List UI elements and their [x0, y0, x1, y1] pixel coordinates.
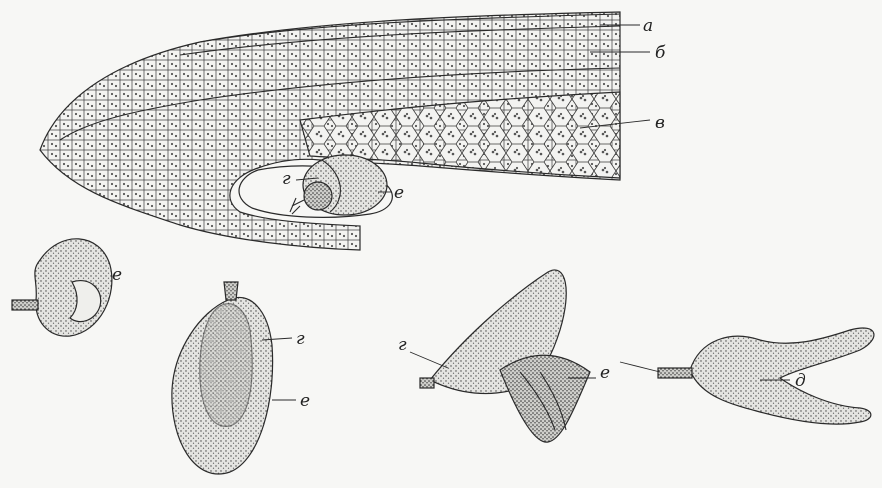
- leader-e-4: [620, 362, 660, 372]
- label-e-top: е: [394, 183, 404, 203]
- label-b: б: [655, 43, 666, 63]
- label-g-top: г: [282, 169, 291, 189]
- label-e-1: е: [112, 265, 122, 285]
- label-v: в: [655, 113, 665, 133]
- spore-oval: [172, 282, 273, 474]
- label-e-3: е: [600, 363, 610, 383]
- spore-open: [658, 328, 874, 424]
- leader-g-3: [410, 352, 448, 368]
- label-g-3: г: [398, 335, 407, 355]
- label-d: д: [795, 371, 806, 391]
- label-g-2: г: [296, 329, 305, 349]
- label-a: а: [643, 16, 653, 36]
- tissue-section: [40, 12, 620, 250]
- spore-coiled: [12, 239, 112, 336]
- spore-opening: [420, 270, 590, 442]
- label-e-2: е: [300, 391, 310, 411]
